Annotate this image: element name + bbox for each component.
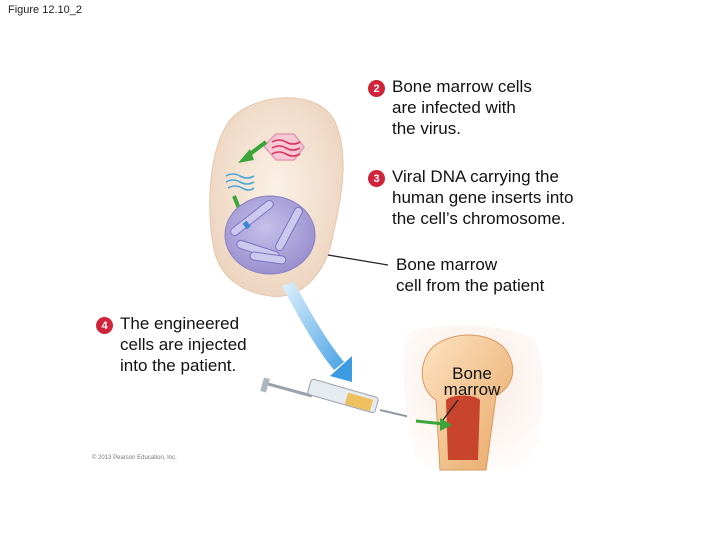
nucleus <box>224 195 316 275</box>
step-3: 3 Viral DNA carrying the human gene inse… <box>368 166 573 229</box>
viral-dna-icon <box>225 173 255 191</box>
step-2: 2 Bone marrow cells are infected with th… <box>368 76 532 139</box>
shoulder-joint <box>402 325 543 471</box>
step-number-badge: 3 <box>368 170 385 187</box>
green-arrow-icon <box>415 418 452 431</box>
step-4: 4 The engineered cells are injected into… <box>96 313 247 376</box>
step-text: The engineered cells are injected into t… <box>120 314 247 375</box>
blue-arrow-icon <box>282 282 352 382</box>
virus-icon <box>262 133 305 161</box>
leader-line <box>327 254 389 266</box>
bone-marrow-cell-label: Bone marrow cell from the patient <box>396 255 545 295</box>
bone-marrow-label: Bone marrow <box>443 364 501 399</box>
bone-marrow-icon <box>446 395 480 460</box>
step-text: Viral DNA carrying the human gene insert… <box>392 167 574 228</box>
green-arrow-icon <box>238 140 268 163</box>
figure-title: Figure 12.10_2 <box>8 4 82 16</box>
inserted-gene-icon <box>242 220 251 230</box>
leader-line <box>442 399 459 421</box>
step-number-badge: 2 <box>368 80 385 97</box>
copyright-notice: © 2013 Pearson Education, Inc. <box>92 455 177 461</box>
step-text: Bone marrow cells are infected with the … <box>392 77 532 138</box>
step-number-badge: 4 <box>96 317 113 334</box>
chromosome-icon <box>230 199 303 265</box>
